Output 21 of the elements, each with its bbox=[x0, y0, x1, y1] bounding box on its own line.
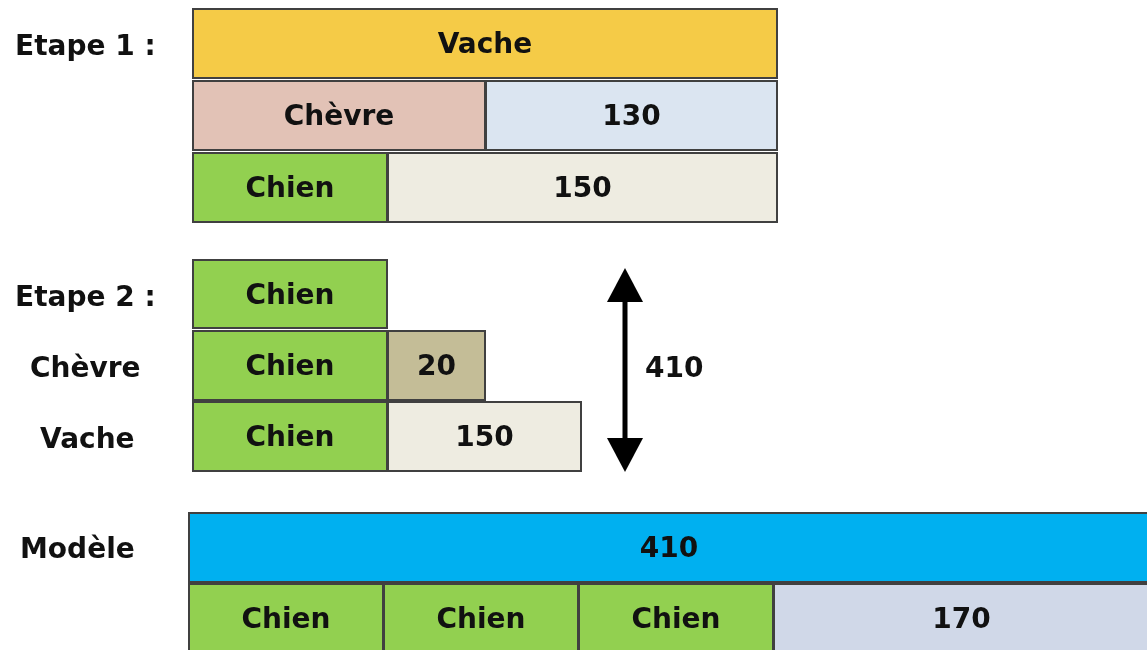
row-label: Modèle bbox=[20, 531, 135, 565]
bar-segment: Vache bbox=[192, 8, 778, 79]
dimension-label: 410 bbox=[645, 350, 704, 384]
bar-segment: Chien bbox=[192, 259, 388, 329]
bar-segment: 170 bbox=[773, 583, 1147, 650]
total-bar: 410 bbox=[188, 512, 1147, 583]
row-label: Chèvre bbox=[30, 350, 141, 384]
bar-segment: Chien bbox=[383, 583, 579, 650]
bar-segment: Chien bbox=[188, 583, 384, 650]
row-label: Etape 1 : bbox=[15, 28, 156, 62]
bar-segment: 150 bbox=[387, 401, 582, 472]
bar-segment: 20 bbox=[387, 330, 486, 401]
row-label: Vache bbox=[40, 421, 135, 455]
bar-segment: Chien bbox=[192, 330, 388, 401]
bar-segment: Chien bbox=[192, 152, 388, 223]
bar-segment: Chien bbox=[192, 401, 388, 472]
bar-segment: 130 bbox=[485, 80, 778, 151]
bar-segment: Chien bbox=[578, 583, 774, 650]
bar-segment: Chèvre bbox=[192, 80, 486, 151]
bar-segment: 150 bbox=[387, 152, 778, 223]
row-label: Etape 2 : bbox=[15, 279, 156, 313]
